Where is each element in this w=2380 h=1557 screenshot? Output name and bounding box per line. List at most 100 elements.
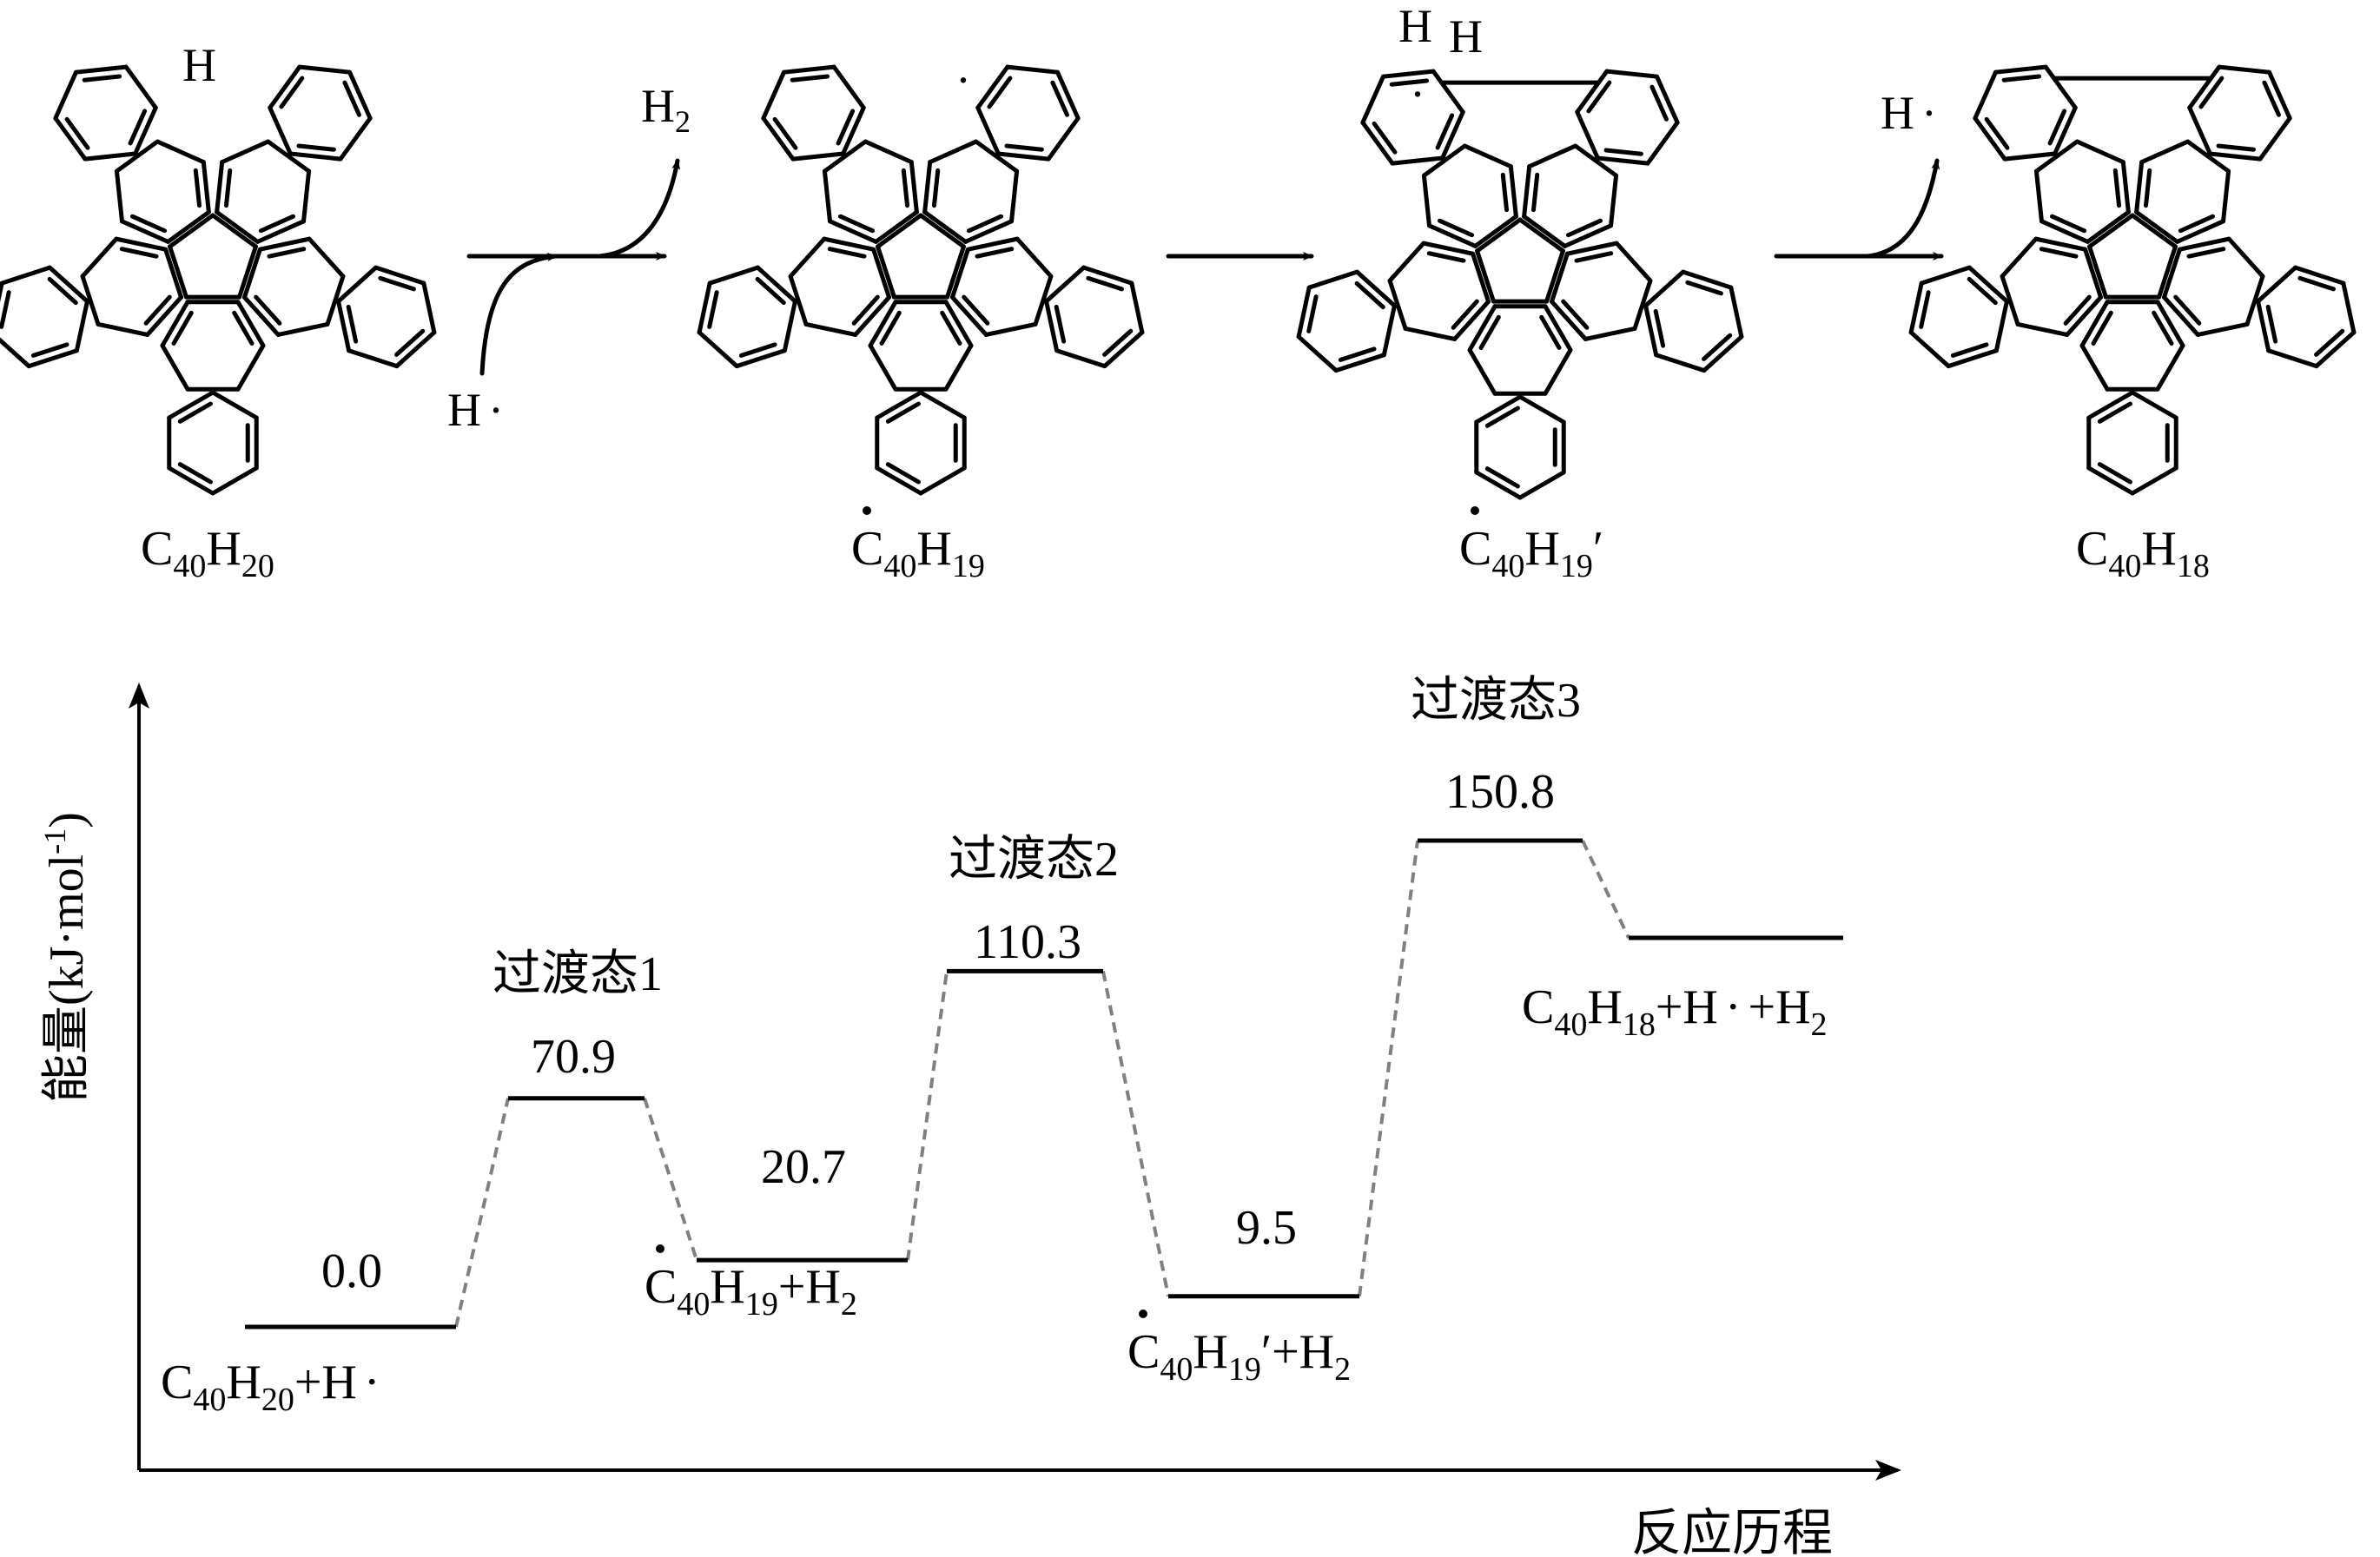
molecule-3-benzo-ring-bond	[1681, 269, 1734, 290]
molecule-4-inner-ring-bond	[2085, 209, 2131, 244]
molecule-1-benzo-ring-bond	[336, 299, 352, 353]
molecule-1-inner-ring-bond	[160, 343, 190, 392]
molecule-3-inner-ring-double-bond	[1574, 251, 1614, 263]
molecule-3-inner-ring-bond	[1426, 223, 1478, 248]
molecule-1-benzo-ring-bond	[123, 64, 158, 110]
molecule-1-benzo-ring-bond	[0, 280, 4, 303]
molecule-3-benzo-ring-bond	[1306, 269, 1359, 290]
molecule-1-benzo-ring-bond	[133, 105, 158, 156]
ts3-label: 过渡态3	[1411, 674, 1581, 728]
molecule-1-benzo-ring-double-bond	[279, 76, 305, 109]
molecule-2-benzo-ring-double-bond	[1102, 328, 1134, 357]
molecule-2-benzo-ring-double-bond	[738, 342, 777, 358]
molecule-1-core-bond	[237, 244, 258, 300]
level-connector-3	[906, 971, 949, 1261]
molecule-2-benzo-ring-bond	[1055, 69, 1081, 121]
molecule-2-benzo-ring-bond	[1054, 348, 1107, 369]
molecule-3-benzo-ring-bond	[1296, 334, 1339, 373]
molecule-3-benzo-ring-bond	[1729, 285, 1744, 340]
molecule-3-inner-ring-bond	[1614, 241, 1653, 283]
molecule-4-inner-ring-bond	[2185, 139, 2231, 174]
molecule-2-inner-ring-bond	[922, 160, 933, 214]
molecule-2-benzo-ring-double-bond	[790, 74, 830, 82]
molecule-3-benzo-ring-bond	[1645, 120, 1680, 166]
molecule-4-benzo-ring-bond	[1973, 69, 1998, 121]
molecule-2-benzo-ring-bond	[875, 390, 923, 420]
molecule-2-inner-ring-double-bond	[879, 310, 902, 346]
molecule-2-inner-ring-bond	[1015, 236, 1054, 279]
molecule-4-benzo-ring-bond	[2267, 69, 2292, 121]
molecule-3-benzo-ring-double-bond	[1653, 308, 1666, 348]
molecule-1-benzo-ring-double-bond	[177, 462, 213, 485]
molecule-4-benzo-ring-double-bond	[1950, 342, 1989, 358]
molecule-2-inner-ring-bond	[963, 219, 1015, 244]
molecule-2-inner-ring-bond	[922, 209, 969, 244]
molecule-4-benzo-ring-bond	[2207, 151, 2263, 162]
molecule-1-benzo-ring-bond	[421, 280, 437, 335]
molecule-2-benzo-ring-bond	[875, 465, 923, 496]
molecule-2-inner-ring-bond	[788, 236, 827, 279]
molecule-3-inner-ring-bond	[1421, 143, 1467, 178]
molecule-1-inner-ring-bond	[220, 139, 271, 165]
molecule-2-benzo-ring-bond	[975, 64, 1010, 110]
molecule-1-benzo-ring-bond	[47, 265, 89, 304]
level-3-energy: 110.3	[974, 915, 1081, 969]
molecule-3-inner-ring-double-bond	[1561, 299, 1590, 330]
ts2-label: 过渡态2	[949, 833, 1119, 887]
molecule-2-inner-ring-bond	[868, 300, 898, 348]
molecule-3-benzo-ring-bond	[1702, 334, 1744, 373]
molecule-3-benzo-ring-bond	[1575, 109, 1600, 161]
molecule-4-benzo-ring-bond	[2217, 64, 2272, 75]
molecule-2-benzo-ring-bond	[790, 151, 846, 162]
level-connector-5	[1358, 840, 1419, 1296]
molecule-2-benzo-ring-bond	[975, 105, 1001, 156]
molecule-1-benzo-ring-double-bond	[0, 290, 11, 329]
arrow1-h2: H2	[641, 80, 691, 139]
molecule-1-benzo-ring-bond	[268, 64, 302, 110]
molecule-2-benzo-ring-bond	[995, 151, 1051, 162]
molecule-1-inner-ring-double-bond	[258, 214, 296, 234]
level-0-energy: 0.0	[321, 1244, 382, 1298]
molecule-1-benzo-ring-bond	[210, 390, 259, 420]
molecule-3-benzo-ring-bond	[1380, 69, 1436, 79]
molecule-3-inner-ring-bond	[1467, 304, 1497, 353]
x-axis-label: 反应历程	[1631, 1505, 1833, 1557]
molecule-3-inner-ring-double-bond	[1565, 218, 1603, 238]
molecule-1-benzo-ring-bond	[394, 330, 437, 369]
molecule-4-inner-ring-double-bond	[2143, 168, 2152, 208]
molecule-4-inner-ring-double-bond	[2152, 310, 2174, 346]
level-1-energy: 70.9	[531, 1030, 616, 1084]
molecule-3-benzo-ring-double-bond	[1354, 280, 1385, 310]
molecule-1-inner-ring-bond	[163, 247, 184, 300]
molecule-1-benzo-ring-double-bond	[128, 109, 148, 146]
molecule-2-benzo-ring-bond	[1129, 280, 1145, 335]
molecule-3-inner-ring-bond	[1403, 326, 1458, 341]
molecule-4-core-bond	[2087, 244, 2108, 300]
molecule-3-benzo-ring-double-bond	[1389, 78, 1430, 87]
molecule-4-benzo-ring-double-bond	[2314, 328, 2345, 357]
molecule-1-benzo-ring-bond	[53, 115, 88, 162]
molecule-3-benzo-ring-bond	[1440, 109, 1465, 161]
molecule-4-inner-ring-bond	[2074, 139, 2125, 165]
molecule-2-inner-ring-bond	[943, 343, 974, 392]
reaction-arrow-3	[1774, 158, 1944, 261]
level-connector-6	[1581, 840, 1630, 939]
molecule-4-benzo-ring-bond	[1973, 115, 2007, 162]
molecule-1-inner-ring-bond	[114, 168, 124, 224]
molecule-4-inner-ring-double-bond	[2112, 168, 2122, 208]
svg-text:C40H19+H2: C40H19+H2	[645, 1260, 857, 1323]
molecule-1-core-bond	[210, 213, 258, 249]
energy-diagram	[129, 683, 1901, 1481]
molecule-4-inner-ring-bond	[2039, 219, 2090, 244]
molecule-2-inner-ring-bond	[803, 321, 858, 337]
molecule-2-inner-ring-bond	[1033, 274, 1054, 327]
level-connectors	[454, 840, 1630, 1328]
molecule-4-core-bond	[2087, 213, 2135, 249]
molecule-2-core-bond	[876, 244, 896, 300]
molecule-4-inner-ring-bond	[2221, 168, 2231, 224]
molecule-1-benzo-ring-double-bond	[296, 143, 336, 152]
molecule-4-benzo-ring-double-bond	[2216, 143, 2256, 152]
molecule-2-benzo-ring-double-bond	[1086, 275, 1124, 292]
molecule-3-benzo-ring-bond	[1431, 69, 1465, 115]
arrow3-h-radical: H·	[1881, 87, 1937, 139]
